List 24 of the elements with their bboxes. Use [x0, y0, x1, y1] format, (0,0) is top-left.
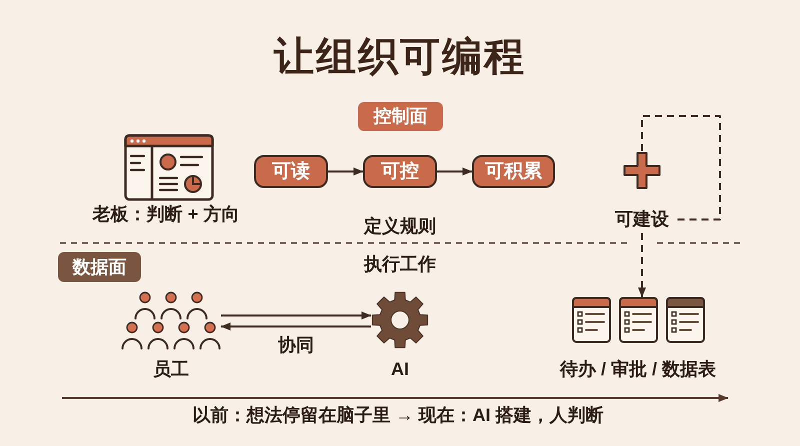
section-badge: 控制面: [358, 102, 443, 131]
arrow: [220, 322, 371, 330]
arrow: [328, 168, 364, 176]
arrow: [221, 312, 372, 320]
section-badge: 数据面: [58, 252, 141, 282]
node-label: 待办 / 审批 / 数据表: [560, 359, 716, 381]
people-icon: [121, 291, 221, 350]
arrow: [638, 233, 646, 298]
caption: 定义规则: [364, 216, 436, 238]
node-label: 员工: [153, 359, 189, 381]
title: 让组织可编程: [274, 34, 526, 81]
connector-line: [641, 115, 721, 220]
arrow: [437, 168, 472, 176]
caption: 老板：判断 + 方向: [92, 204, 240, 226]
caption: 以前：想法停留在脑子里 → 现在：AI 搭建，人判断: [192, 405, 604, 427]
text-label: 可建设: [610, 206, 674, 233]
gear-icon: [371, 291, 429, 349]
caption: 执行工作: [364, 254, 436, 276]
process-box: 可读: [254, 155, 328, 188]
process-box: 可控: [363, 155, 437, 188]
process-box: 可积累: [472, 155, 555, 188]
tables-icon: [572, 297, 705, 343]
node-label: AI: [391, 359, 409, 381]
plus-icon: [622, 151, 662, 190]
